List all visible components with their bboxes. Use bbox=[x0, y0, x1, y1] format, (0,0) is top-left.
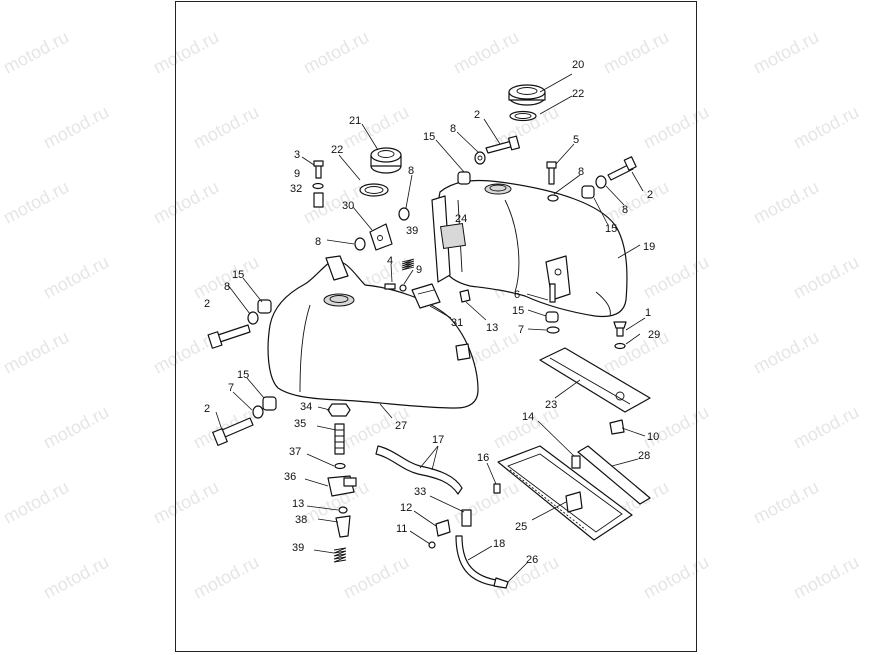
callout-2: 2 bbox=[647, 189, 653, 201]
callout-30: 30 bbox=[342, 200, 354, 212]
callout-2: 2 bbox=[204, 298, 210, 310]
mount-bolts bbox=[207, 135, 637, 446]
leader-lines bbox=[215, 73, 646, 583]
callout-13: 13 bbox=[292, 498, 304, 510]
callout-35: 35 bbox=[294, 418, 306, 430]
callout-15: 15 bbox=[232, 269, 244, 281]
callout-16: 16 bbox=[477, 452, 489, 464]
callout-2: 2 bbox=[204, 403, 210, 415]
callout-6: 6 bbox=[514, 289, 520, 301]
callout-18: 18 bbox=[493, 538, 505, 550]
callout-2: 2 bbox=[474, 109, 480, 121]
callout-7: 7 bbox=[518, 324, 524, 336]
callout-15: 15 bbox=[605, 223, 617, 235]
callout-8: 8 bbox=[622, 204, 628, 216]
callout-14: 14 bbox=[522, 411, 534, 423]
callout-36: 36 bbox=[284, 471, 296, 483]
callout-9: 9 bbox=[294, 168, 300, 180]
callout-28: 28 bbox=[638, 450, 650, 462]
callout-15: 15 bbox=[512, 305, 524, 317]
crossover-hoses bbox=[375, 445, 509, 589]
callout-8: 8 bbox=[315, 236, 321, 248]
callout-38: 38 bbox=[295, 514, 307, 526]
callout-8: 8 bbox=[578, 166, 584, 178]
callout-15: 15 bbox=[237, 369, 249, 381]
callout-32: 32 bbox=[290, 183, 302, 195]
callout-27: 27 bbox=[395, 420, 407, 432]
callout-17: 17 bbox=[432, 434, 444, 446]
callout-26: 26 bbox=[526, 554, 538, 566]
callout-9: 9 bbox=[416, 264, 422, 276]
callout-3: 3 bbox=[294, 149, 300, 161]
callout-8: 8 bbox=[450, 123, 456, 135]
callout-19: 19 bbox=[643, 241, 655, 253]
callout-21: 21 bbox=[349, 115, 361, 127]
callout-39: 39 bbox=[406, 225, 418, 237]
callout-25: 25 bbox=[515, 521, 527, 533]
callout-labels: 20 22 2 21 8 15 5 3 22 8 8 2 9 32 8 30 2… bbox=[204, 59, 660, 566]
callout-39: 39 bbox=[292, 542, 304, 554]
callout-8: 8 bbox=[224, 281, 230, 293]
bolt-and-washer bbox=[613, 321, 627, 350]
callout-23: 23 bbox=[545, 399, 557, 411]
callout-37: 37 bbox=[289, 446, 301, 458]
callout-10: 10 bbox=[647, 431, 659, 443]
callout-33: 33 bbox=[414, 486, 426, 498]
mounting-plates bbox=[497, 347, 651, 541]
fuel-cap-right bbox=[508, 84, 546, 122]
callout-11: 11 bbox=[396, 523, 407, 535]
callout-24: 24 bbox=[455, 213, 467, 225]
callout-22: 22 bbox=[572, 88, 584, 100]
callout-29: 29 bbox=[648, 329, 660, 341]
callout-20: 20 bbox=[572, 59, 584, 71]
diagram-frame bbox=[175, 1, 697, 652]
callout-34: 34 bbox=[300, 401, 312, 413]
fuel-valve-assembly bbox=[327, 403, 357, 563]
callout-5: 5 bbox=[573, 134, 579, 146]
callout-31: 31 bbox=[451, 317, 463, 329]
callout-22: 22 bbox=[331, 144, 343, 156]
fuel-cap-left bbox=[359, 147, 402, 197]
callout-12: 12 bbox=[400, 502, 412, 514]
callout-7: 7 bbox=[228, 382, 234, 394]
callout-4: 4 bbox=[387, 255, 393, 267]
callout-15: 15 bbox=[423, 131, 435, 143]
callout-13: 13 bbox=[486, 322, 498, 334]
callout-1: 1 bbox=[645, 307, 651, 319]
left-fuel-tank-half bbox=[267, 255, 479, 409]
callout-8: 8 bbox=[408, 165, 414, 177]
